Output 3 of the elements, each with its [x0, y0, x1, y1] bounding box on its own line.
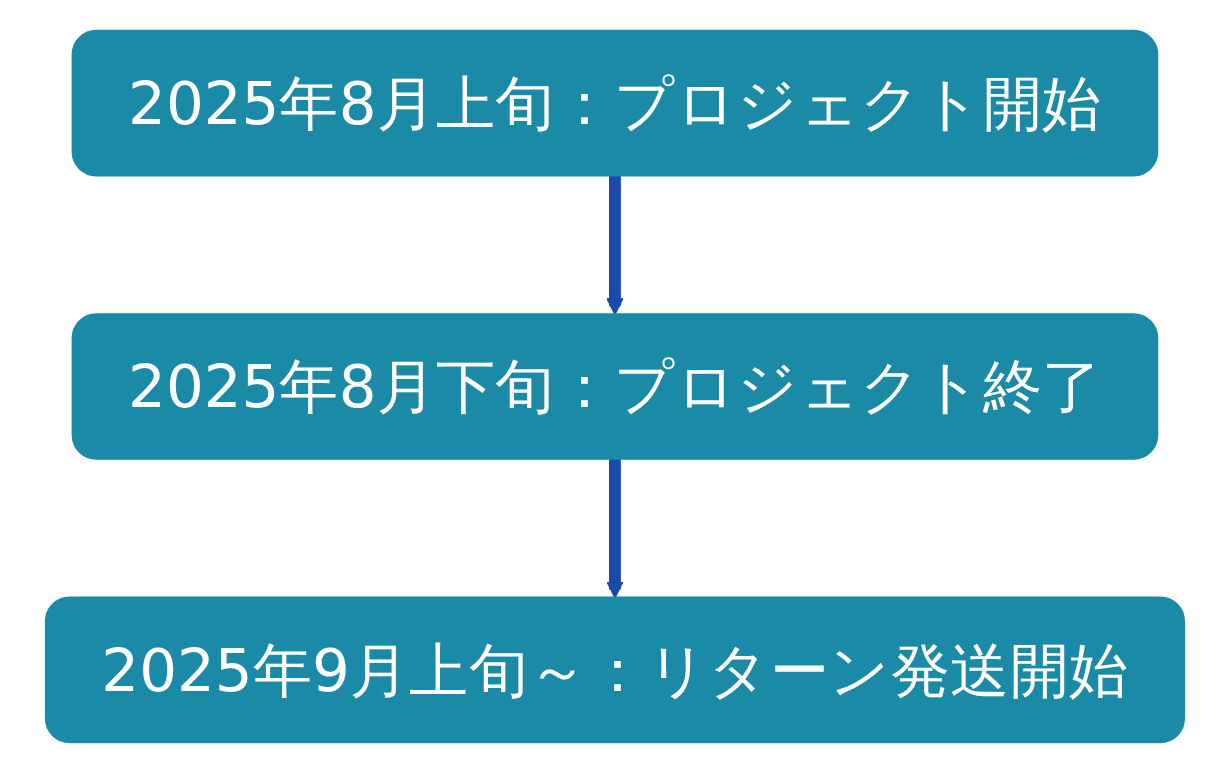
milestone-box: 2025年8月下旬：プロジェクト終了: [71, 313, 1159, 461]
milestone-box: 2025年9月上旬～：リターン発送開始: [44, 597, 1186, 744]
milestone-box: 2025年8月上旬：プロジェクト開始: [71, 30, 1159, 177]
